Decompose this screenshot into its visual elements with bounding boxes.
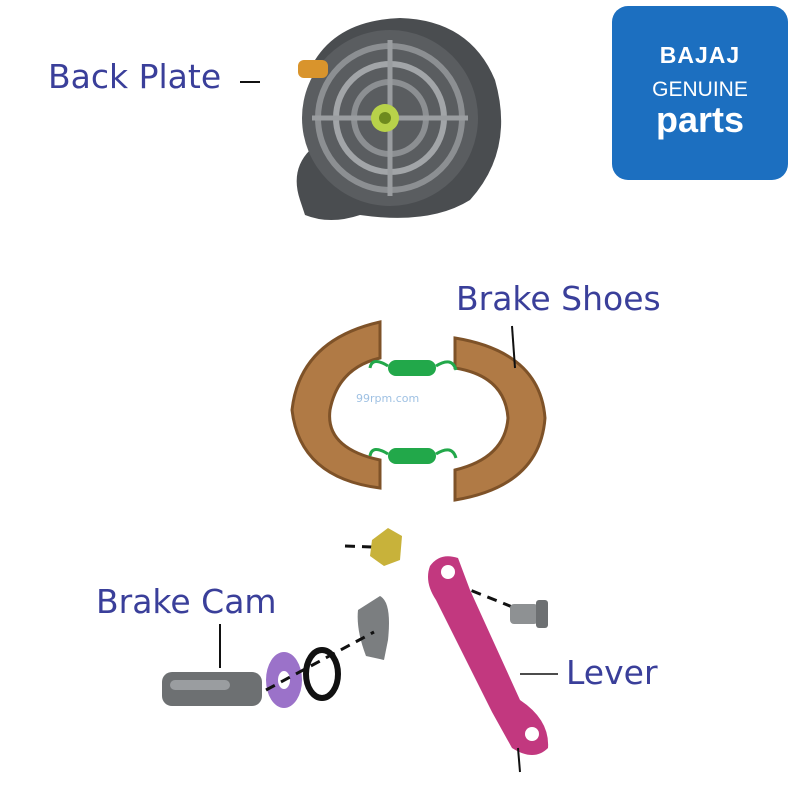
logo-brand-text: BAJAJ [659,42,741,68]
lever-bottom-line [517,747,521,773]
logo-parts-text: parts [655,99,745,140]
assembly-line-cam [265,630,375,692]
lever-label: Lever [566,653,658,692]
brake-cam-label: Brake Cam [96,582,277,621]
watermark-text: 99rpm.com [356,392,420,405]
assembly-line-bolt [439,576,521,612]
bajaj-genuine-parts-logo: BAJAJ GENUINE parts [612,6,788,180]
brake-shoes-label: Brake Shoes [456,279,661,318]
brake-shoes-part [290,320,547,502]
logo-genuine-text: GENUINE [652,78,748,101]
assembly-line-top [344,544,373,549]
bolt-part [510,600,548,628]
brake-shoes-leader [511,325,516,369]
lever-part [428,556,549,755]
brake-cam-part [162,672,262,706]
back-plate-label: Back Plate [48,57,222,96]
o-ring-part [303,647,341,701]
back-plate-part [296,18,502,220]
nut-part [370,528,402,566]
cam-plate-part [357,596,389,660]
